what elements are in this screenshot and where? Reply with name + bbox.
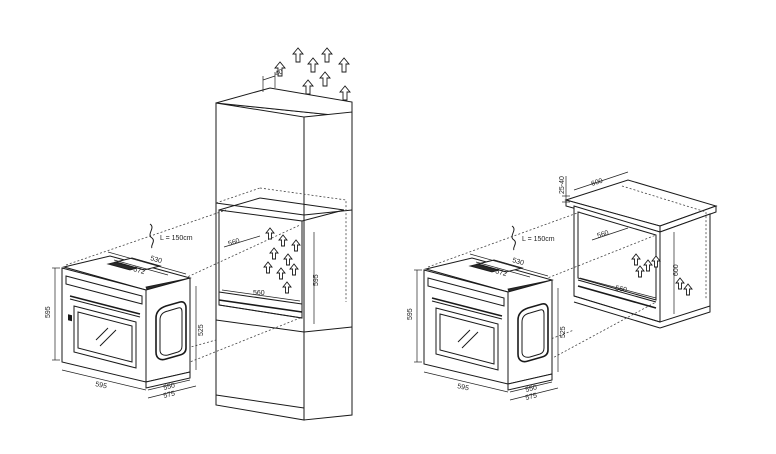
- dim-top-depth: 600: [590, 178, 603, 188]
- right-gap-dimension: 25-40 600: [559, 171, 629, 206]
- left-oven-dimensions: 530 572 595 595 525 550 575: [45, 251, 205, 400]
- power-cable: [149, 223, 154, 249]
- dim-height-right: 595: [407, 308, 414, 320]
- gap-dimension: 40: [262, 69, 284, 92]
- dim-base1-right: 550: [525, 384, 538, 394]
- left-niche-dimensions: 560 560 595: [221, 232, 320, 324]
- dim-width: 595: [95, 381, 108, 390]
- cable-length-label: L = 150cm: [160, 235, 193, 242]
- base-cabinet: [564, 179, 718, 329]
- dim-base1: 550: [163, 382, 176, 392]
- oven-side: [145, 277, 191, 383]
- dim-cabinet-height-right: 600: [673, 264, 680, 276]
- dim-cabinet-depth: 560: [227, 238, 240, 248]
- dim-depth-top: 572: [132, 266, 145, 276]
- cabinet-top-lid: [215, 87, 353, 118]
- niche-arrows: [263, 227, 301, 294]
- power-cable-right: [511, 225, 516, 251]
- dim-width-right: 595: [457, 383, 470, 392]
- oven-side-vent: [155, 301, 187, 361]
- cabinet-side: [303, 111, 353, 421]
- dim-side-depth-right: 525: [560, 326, 567, 338]
- left-oven: L = 150cm: [61, 209, 301, 389]
- right-oven: L = 150cm: [423, 211, 657, 391]
- dim-height: 595: [45, 306, 52, 318]
- dim-base2-right: 575: [525, 392, 538, 402]
- dim-cabinet-depth-right: 560: [596, 230, 609, 240]
- dim-depth-inner-right: 530: [511, 257, 524, 267]
- cable-length-label-right: L = 150cm: [522, 236, 555, 243]
- dim-cabinet-width-right: 560: [615, 285, 628, 294]
- dim-gap-top: 40: [274, 69, 284, 78]
- right-niche-dimensions: 560 560 600: [579, 227, 680, 314]
- ventilation-arrows-top: [274, 47, 351, 101]
- dim-cabinet-width: 560: [253, 290, 265, 297]
- dim-depth-inner: 530: [149, 255, 162, 265]
- dim-side-depth: 525: [198, 324, 205, 336]
- right-niche-arrows: [631, 253, 693, 296]
- dim-depth-top-right: 572: [494, 268, 507, 278]
- dim-base2: 575: [163, 390, 176, 400]
- dim-cabinet-height: 595: [313, 274, 320, 286]
- right-oven-dimensions: 530 572 595 595 525 550 575: [407, 253, 567, 402]
- tall-cabinet: [215, 87, 353, 421]
- dim-gap-top-right: 25-40: [559, 176, 566, 194]
